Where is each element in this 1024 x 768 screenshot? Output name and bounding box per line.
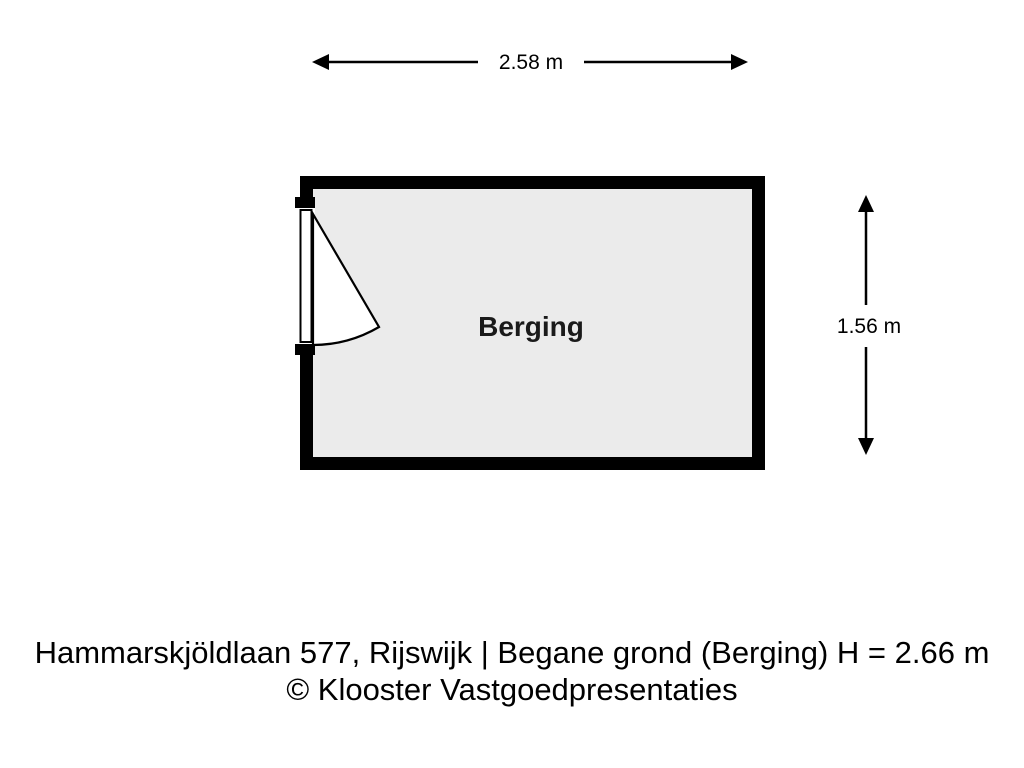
- height-dimension-arrow: 1.56 m: [837, 195, 901, 455]
- height-dimension-label: 1.56 m: [837, 315, 901, 338]
- room-floor: [313, 189, 752, 457]
- width-dimension-arrow: 2.58 m: [312, 51, 748, 74]
- door-swing-icon: [311, 209, 381, 347]
- copyright-caption: © Klooster Vastgoedpresentaties: [286, 672, 738, 707]
- arrowhead-right-icon: [731, 54, 748, 70]
- address-caption: Hammarskjöldlaan 577, Rijswijk | Begane …: [34, 635, 990, 670]
- width-dimension-label: 2.58 m: [499, 51, 563, 74]
- caption-block: Hammarskjöldlaan 577, Rijswijk | Begane …: [0, 634, 1024, 708]
- arrowhead-left-icon: [312, 54, 329, 70]
- room-name-label: Berging: [478, 311, 584, 342]
- room-berging: Berging: [295, 176, 765, 470]
- arrowhead-down-icon: [858, 438, 874, 455]
- arrowhead-up-icon: [858, 195, 874, 212]
- door-jamb-top: [295, 197, 315, 208]
- door-leaf: [299, 209, 313, 343]
- door-jamb-bottom: [295, 344, 315, 355]
